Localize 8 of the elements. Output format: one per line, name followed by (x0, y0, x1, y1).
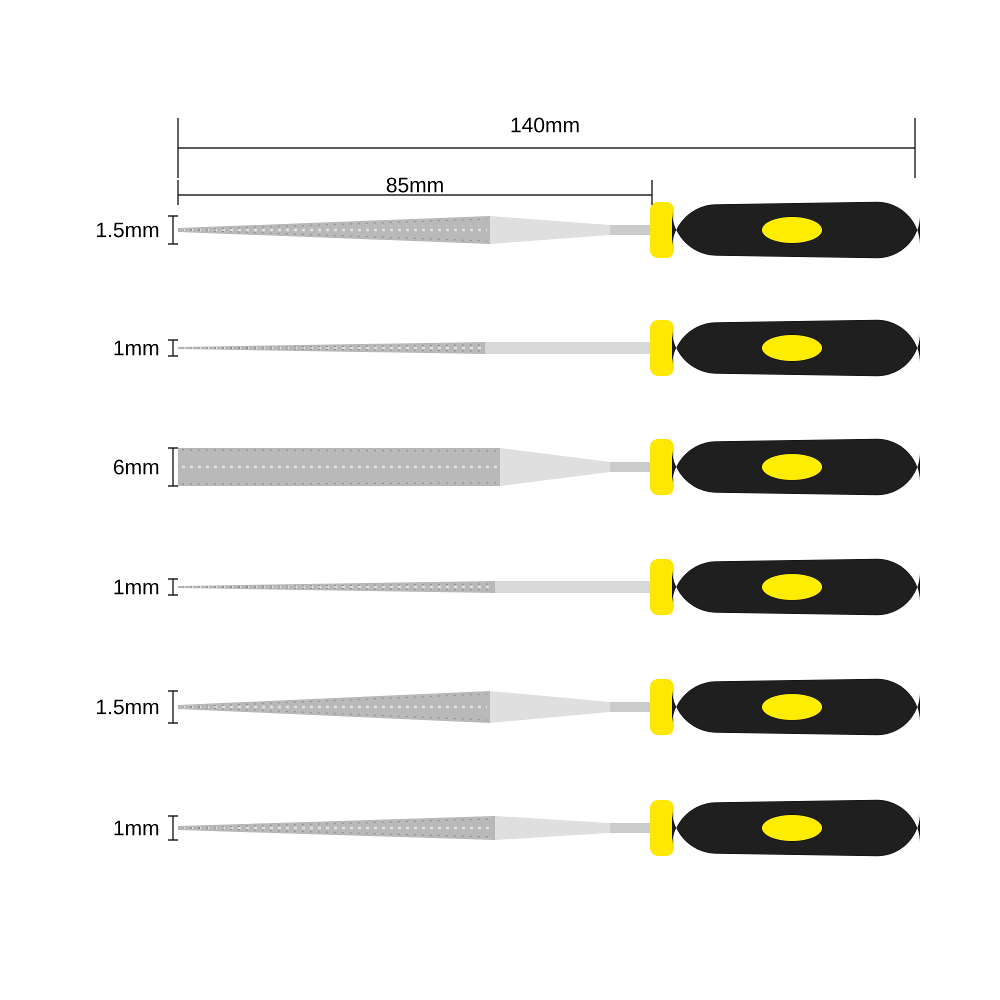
dimension-label: 6mm (114, 460, 158, 474)
dimension-label: 1.5mm (97, 222, 158, 238)
dimension-label: 85mm (386, 178, 443, 192)
dimension-label: 1mm (114, 580, 158, 594)
dimension-label: 1mm (114, 340, 158, 356)
dimension-label: 1mm (114, 820, 158, 836)
dimension-label: 1.5mm (97, 700, 158, 714)
dimension-label: 140mm (512, 118, 579, 132)
